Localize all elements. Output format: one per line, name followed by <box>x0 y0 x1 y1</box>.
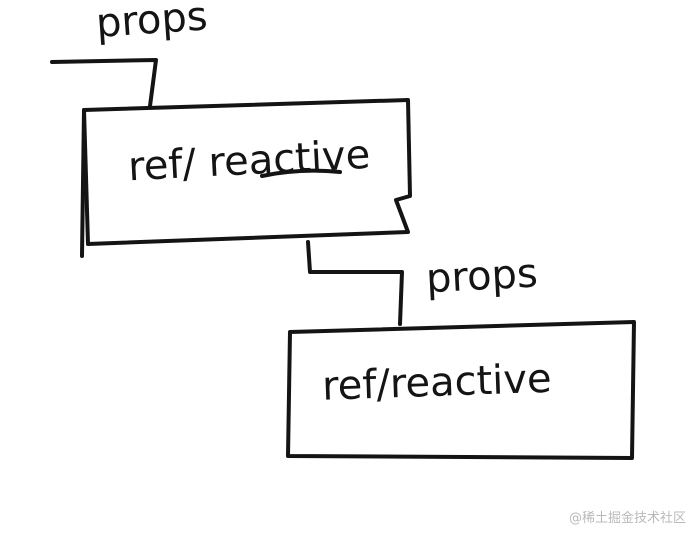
middle-props-label: props <box>425 250 539 302</box>
node-bottom-box <box>286 320 636 460</box>
incoming-props-label: props <box>94 0 209 47</box>
underline-mark <box>260 168 342 178</box>
middle-props-connector <box>306 240 404 326</box>
node-bottom-label: ref/reactive <box>321 356 552 410</box>
incoming-props-connector <box>50 58 158 108</box>
node-top-box <box>80 98 412 258</box>
watermark: @稀土掘金技术社区 <box>568 511 686 526</box>
node-top-label: ref/ reactive <box>127 132 371 191</box>
